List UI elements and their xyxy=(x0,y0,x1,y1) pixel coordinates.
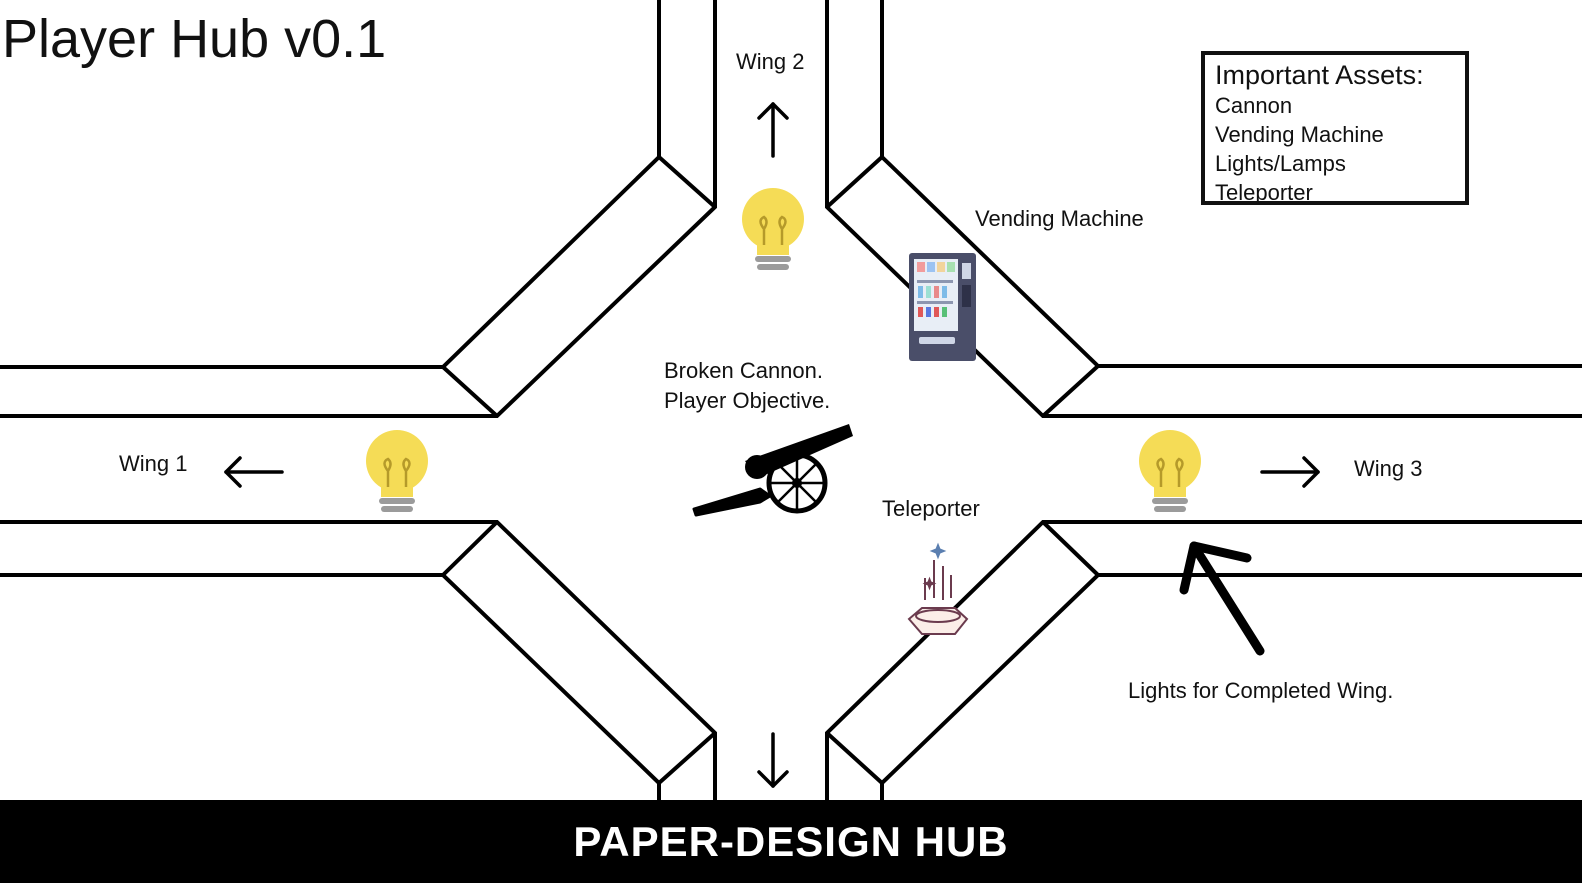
arrow-down-icon xyxy=(757,732,789,788)
legend-item: Vending Machine xyxy=(1215,122,1384,147)
vending-machine-label: Vending Machine xyxy=(975,206,1144,231)
light-bulb-icon-east xyxy=(1139,430,1201,512)
footer-banner: PAPER-DESIGN HUB xyxy=(0,800,1582,883)
south-wall-left xyxy=(0,520,717,800)
cannon-icon xyxy=(692,424,853,517)
teleporter-icon xyxy=(907,542,969,635)
north-wall-left-inner xyxy=(0,0,717,418)
wing3-label: Wing 3 xyxy=(1354,456,1422,481)
footer-title: PAPER-DESIGN HUB xyxy=(573,817,1009,865)
wing2-label: Wing 2 xyxy=(736,49,804,74)
wing1-label: Wing 1 xyxy=(119,451,187,476)
lights-note-label: Lights for Completed Wing. xyxy=(1128,678,1393,703)
south-wall-left-outer xyxy=(0,573,661,800)
legend-item: Lights/Lamps xyxy=(1215,151,1346,176)
north-wall-right-outer xyxy=(880,0,1582,368)
cannon-label-line2: Player Objective. xyxy=(664,388,830,413)
cannon-label-line1: Broken Cannon. xyxy=(664,358,823,383)
assets-legend: Important Assets: Cannon Vending Machine… xyxy=(1201,51,1469,205)
legend-heading: Important Assets: xyxy=(1215,60,1424,90)
teleporter-label: Teleporter xyxy=(882,496,980,521)
arrow-right-icon xyxy=(1260,456,1320,488)
north-wall-left xyxy=(0,0,661,369)
south-wall-right-outer xyxy=(880,573,1582,800)
arrow-up-icon xyxy=(757,102,789,158)
page-title: Player Hub v0.1 xyxy=(2,9,387,69)
light-bulb-icon-west xyxy=(366,430,428,512)
legend-item: Cannon xyxy=(1215,93,1293,118)
legend-item: Teleporter xyxy=(1215,180,1313,205)
vending-machine-icon xyxy=(909,253,976,361)
light-bulb-icon-north xyxy=(742,188,804,270)
direction-arrows xyxy=(224,102,1320,788)
pointer-arrow-icon xyxy=(1179,541,1265,656)
arrow-left-icon xyxy=(224,456,284,488)
